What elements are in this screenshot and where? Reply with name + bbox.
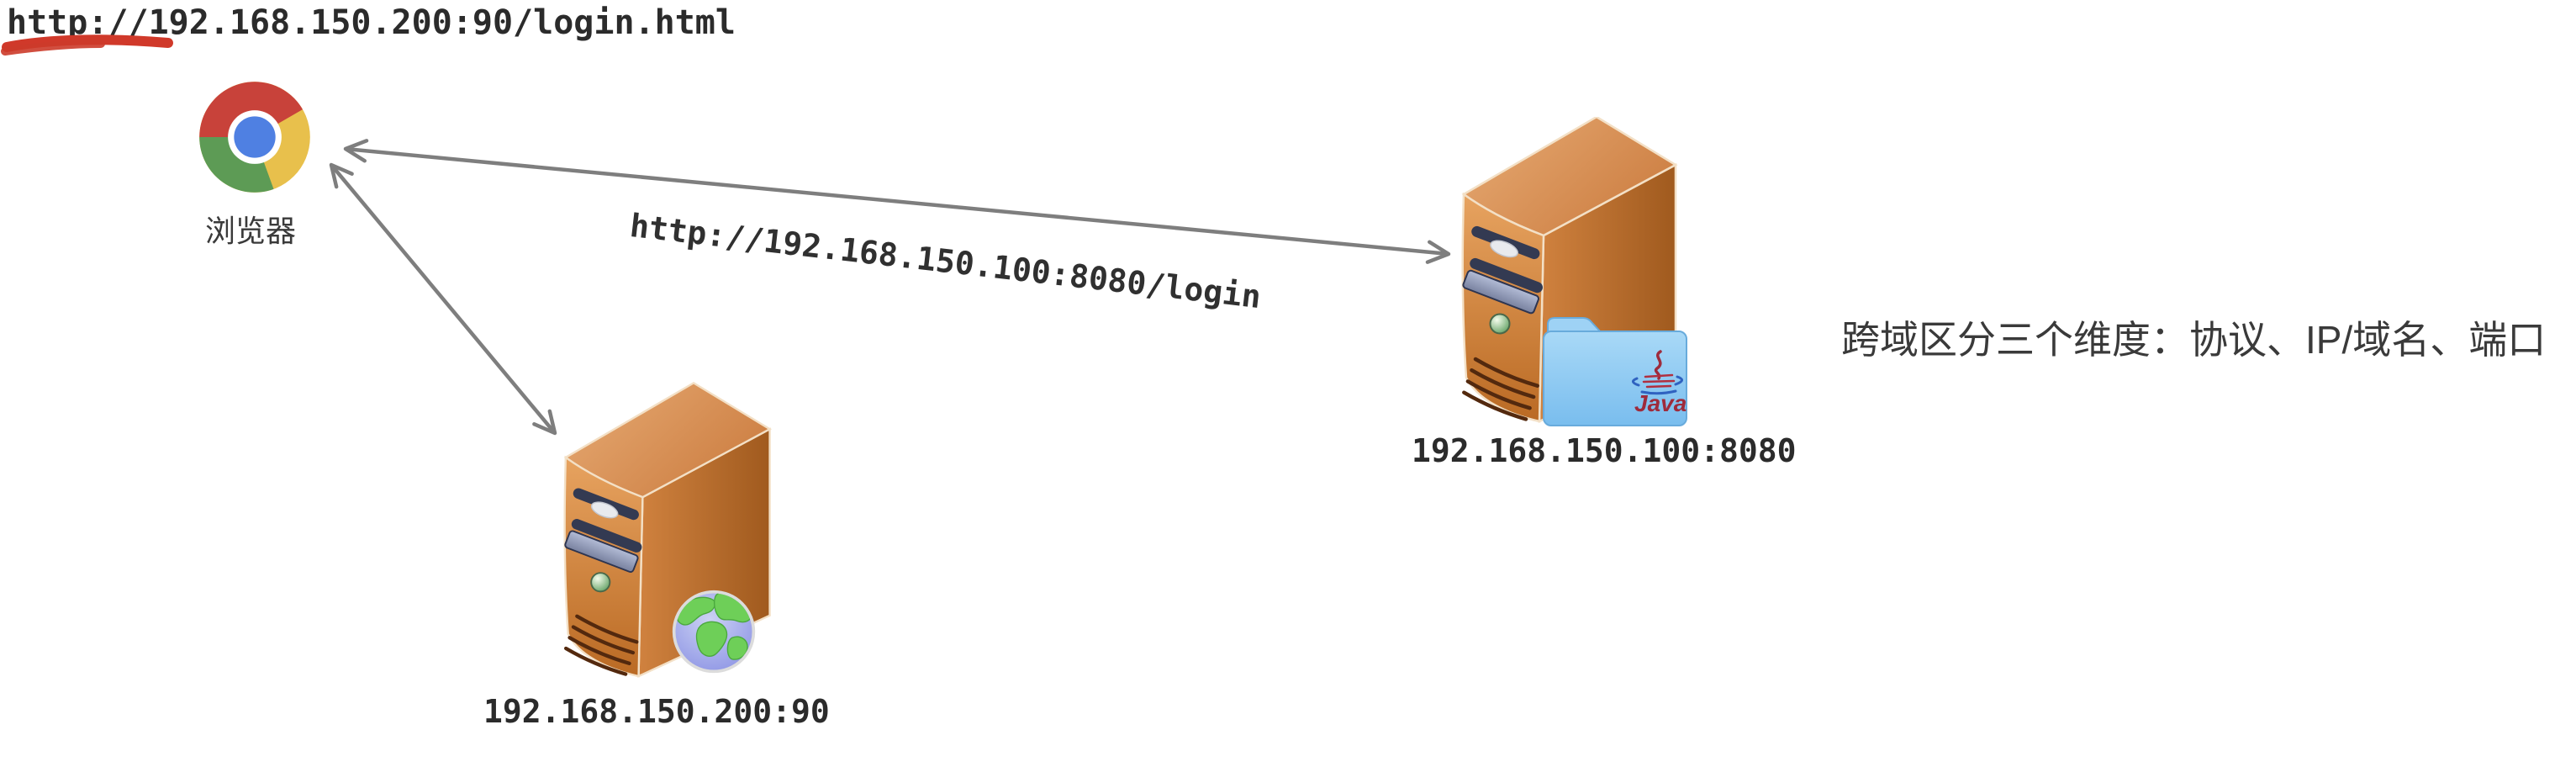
java-badge-text: Java: [1634, 390, 1687, 416]
browser-web-server-arrow: [329, 162, 557, 436]
cross-origin-note: 跨域区分三个维度：协议、IP/域名、端口: [1841, 318, 2547, 362]
red-underline-marker: [1, 34, 173, 56]
browser-label: 浏览器: [204, 214, 296, 248]
java-server-label: 192.168.150.100:8080: [1412, 432, 1797, 469]
java-logo: Java: [1632, 350, 1687, 416]
web-server-label: 192.168.150.200:90: [483, 693, 830, 730]
java-folder-icon: Java: [1543, 317, 1687, 426]
chrome-browser-icon: [199, 82, 310, 193]
globe-icon: [672, 590, 756, 674]
